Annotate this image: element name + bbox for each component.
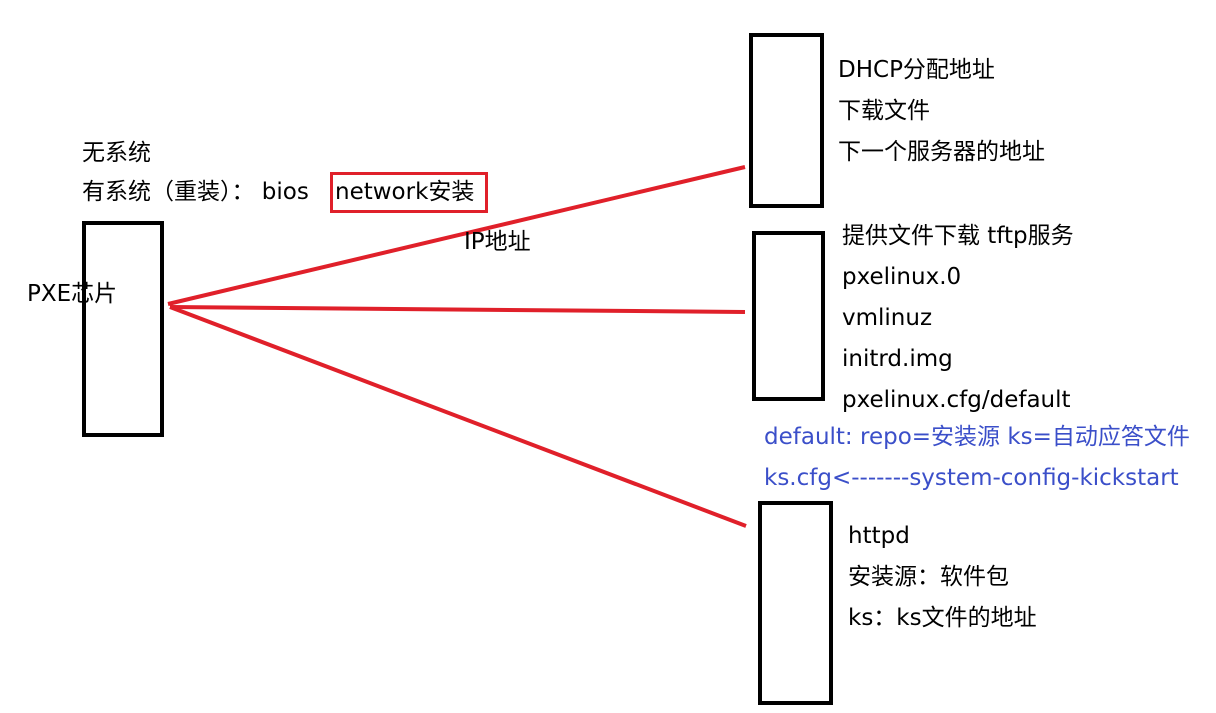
connector-to-dhcp-box: [167, 165, 746, 306]
kickstart-note: ks.cfg<-------system-config-kickstart: [764, 465, 1179, 491]
http-server-box: [758, 501, 833, 705]
network-install-highlight: [330, 172, 488, 213]
dhcp-line-3: 下一个服务器的地址: [838, 139, 1045, 165]
http-line-2: 安装源：软件包: [848, 564, 1009, 590]
default-config-note: default: repo=安装源 ks=自动应答文件: [764, 424, 1190, 450]
http-line-3: ks：ks文件的地址: [848, 605, 1037, 631]
tftp-line-1: 提供文件下载 tftp服务: [842, 223, 1074, 249]
dhcp-line-1: DHCP分配地址: [838, 57, 995, 83]
tftp-line-4: initrd.img: [842, 346, 953, 372]
tftp-server-box: [752, 231, 825, 401]
tftp-line-3: vmlinuz: [842, 305, 933, 331]
connector-to-tftp-box: [169, 305, 746, 314]
has-system-label: 有系统（重装）： bios: [82, 179, 309, 205]
pxe-chip-label: PXE芯片: [27, 281, 118, 307]
tftp-line-2: pxelinux.0: [842, 264, 962, 290]
tftp-line-5: pxelinux.cfg/default: [842, 387, 1071, 413]
pxe-chip-box: [82, 221, 164, 437]
ip-address-label: IP地址: [464, 229, 531, 255]
network-install-label: network安装: [335, 179, 475, 205]
dhcp-line-2: 下载文件: [838, 98, 930, 124]
http-line-1: httpd: [848, 523, 910, 549]
connector-to-http-box: [169, 305, 747, 528]
dhcp-server-box: [749, 33, 824, 208]
no-system-label: 无系统: [82, 140, 151, 166]
